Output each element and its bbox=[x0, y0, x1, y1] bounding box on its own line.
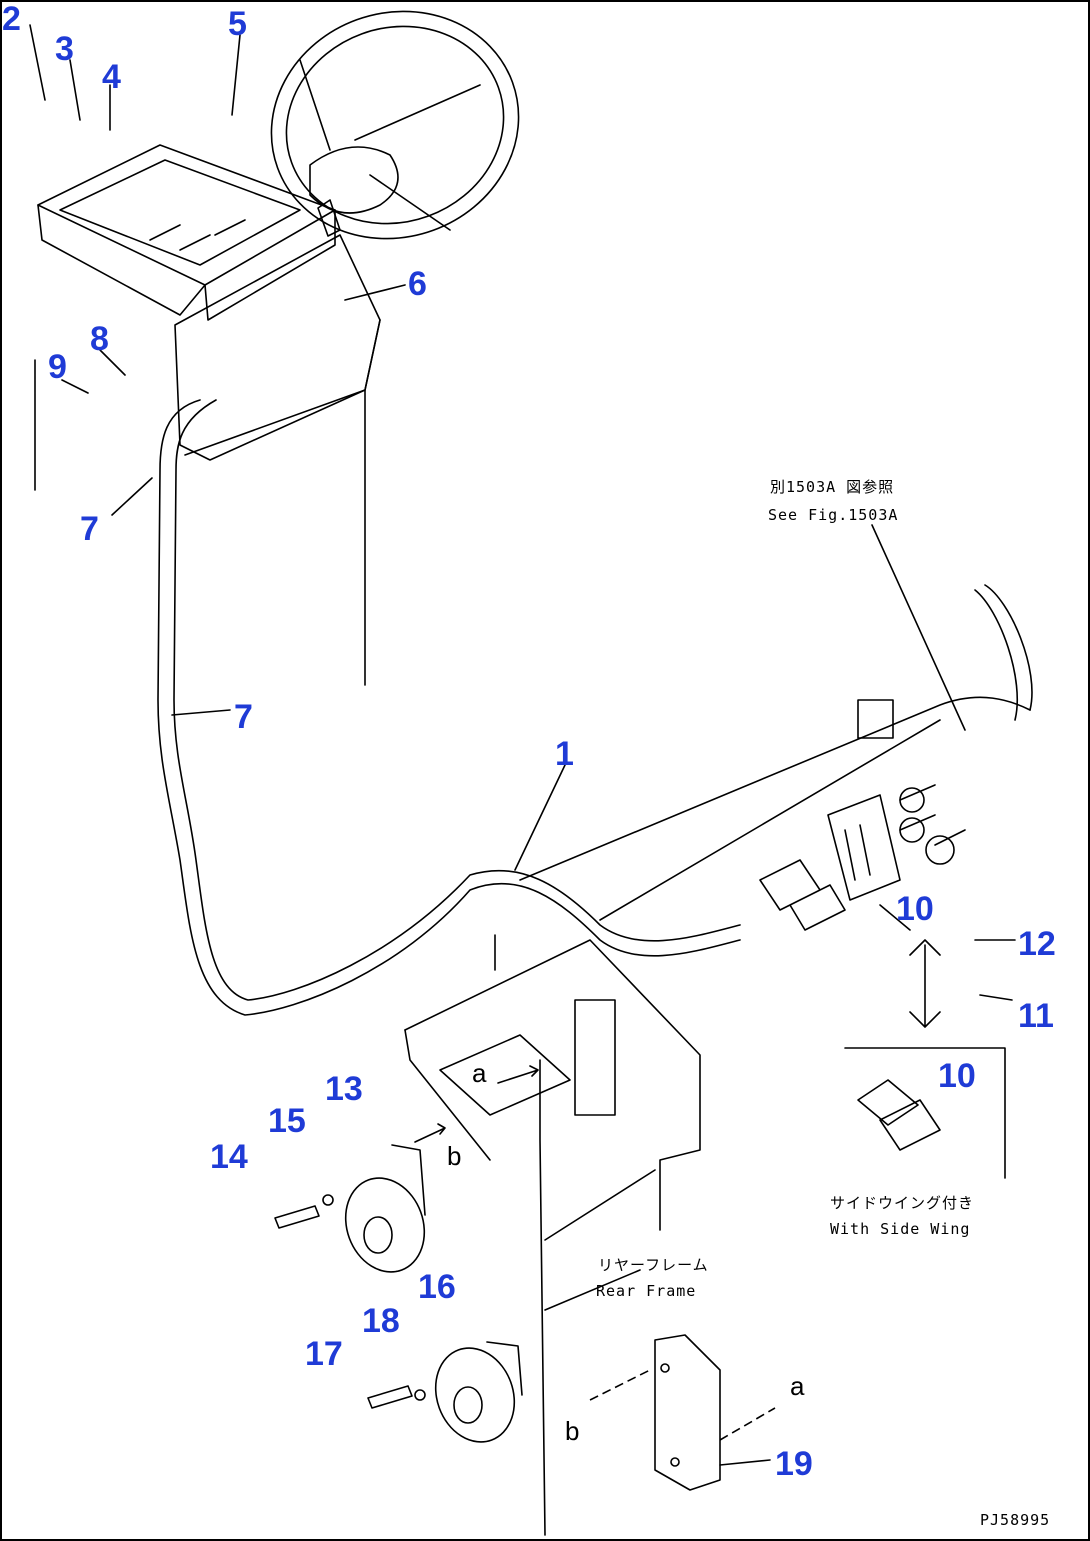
callout-8: 8 bbox=[90, 320, 109, 358]
horn-lower bbox=[367, 1341, 523, 1443]
letter-a-upper: a bbox=[472, 1058, 487, 1088]
callout-7-lower: 7 bbox=[234, 698, 253, 736]
note-see-fig-jp: 別1503A 図参照 bbox=[770, 478, 894, 496]
callout-6: 6 bbox=[408, 265, 427, 303]
note-side-wing-en: With Side Wing bbox=[830, 1220, 970, 1238]
callout-10-detail: 10 bbox=[938, 1057, 976, 1095]
callout-12: 12 bbox=[1018, 925, 1056, 963]
callout-7-upper: 7 bbox=[80, 510, 99, 548]
rear-frame bbox=[404, 934, 701, 1536]
callout-16: 16 bbox=[418, 1268, 456, 1306]
horn-bracket bbox=[654, 1334, 721, 1491]
steering-wheel bbox=[270, 10, 520, 240]
callout-10-main: 10 bbox=[896, 890, 934, 928]
arrow-b2 bbox=[589, 1369, 651, 1401]
callout-1: 1 bbox=[555, 735, 574, 773]
callout-3: 3 bbox=[55, 30, 74, 68]
arrow-a2 bbox=[719, 1407, 776, 1441]
letter-b-upper: b bbox=[447, 1141, 461, 1171]
wire-harness bbox=[157, 399, 1033, 1016]
side-wing-detail-box bbox=[844, 1047, 1006, 1179]
callout-14: 14 bbox=[210, 1138, 248, 1176]
arrow-b1 bbox=[414, 1123, 446, 1143]
note-rear-frame-en: Rear Frame bbox=[596, 1282, 696, 1300]
callout-5: 5 bbox=[228, 5, 247, 43]
note-rear-frame-jp: リヤーフレーム bbox=[598, 1256, 709, 1274]
callout-11: 11 bbox=[1018, 997, 1054, 1035]
callout-9: 9 bbox=[48, 348, 67, 386]
relay-unit bbox=[827, 794, 901, 901]
horn-upper bbox=[274, 1144, 426, 1273]
monitor-panel bbox=[37, 144, 336, 321]
side-wing-relay bbox=[857, 1079, 941, 1151]
note-see-fig-en: See Fig.1503A bbox=[768, 506, 898, 524]
callout-19: 19 bbox=[775, 1445, 813, 1483]
detail-arrow bbox=[909, 939, 941, 1028]
callout-18: 18 bbox=[362, 1302, 400, 1340]
drawing-number: PJ58995 bbox=[980, 1511, 1050, 1529]
letter-a-lower: a bbox=[790, 1371, 805, 1401]
callout-13: 13 bbox=[325, 1070, 363, 1108]
callout-17: 17 bbox=[305, 1335, 343, 1373]
callout-2: 2 bbox=[2, 0, 21, 38]
steering-column bbox=[174, 234, 381, 686]
letter-b-lower: b bbox=[565, 1416, 579, 1446]
callout-15: 15 bbox=[268, 1102, 306, 1140]
leader-lines bbox=[29, 24, 1016, 1466]
arrow-a1 bbox=[497, 1065, 539, 1084]
note-side-wing-jp: サイドウイング付き bbox=[830, 1194, 974, 1212]
callout-4: 4 bbox=[102, 58, 121, 96]
